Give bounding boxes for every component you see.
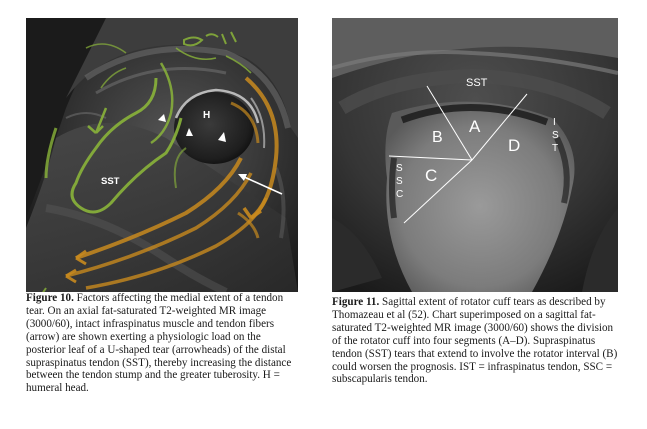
figure-10-caption-label: Figure 10.	[26, 292, 74, 304]
ssc-label-char: C	[396, 189, 403, 200]
sst-label: SST	[101, 176, 120, 187]
ssc-label-char: S	[396, 163, 403, 174]
segment-b-label: B	[432, 129, 443, 146]
ssc-label-char: S	[396, 176, 403, 187]
arrowhead-marker	[218, 132, 226, 142]
arrow-marker	[241, 175, 283, 195]
figure-11-mri-drawing: SST A B C D I S T S S C	[332, 18, 618, 292]
figure-10-mri-drawing: H SST	[26, 18, 298, 292]
humeral-head-label: H	[203, 110, 210, 121]
figure-10-mri-image: H SST	[26, 18, 298, 292]
segment-d-label: D	[508, 136, 520, 155]
figure-10-caption: Figure 10. Factors affecting the medial …	[26, 292, 302, 395]
figure-10-caption-text: Factors affecting the medial extent of a…	[26, 292, 292, 395]
arrowhead-marker	[186, 128, 193, 136]
arrowhead-marker	[158, 114, 166, 122]
segment-a-label: A	[469, 117, 481, 136]
segment-c-label: C	[425, 166, 437, 185]
ist-label-char: I	[553, 117, 556, 128]
figure-11-caption: Figure 11. Sagittal extent of rotator cu…	[332, 296, 622, 386]
figure-11-mri-image: SST A B C D I S T S S C	[332, 18, 618, 292]
arrow-head	[238, 174, 247, 181]
figure-11-caption-label: Figure 11.	[332, 296, 380, 308]
ist-label-char: S	[552, 130, 559, 141]
ist-label-char: T	[552, 143, 558, 154]
sst-label: SST	[466, 77, 488, 89]
figure-11-caption-text: Sagittal extent of rotator cuff tears as…	[332, 296, 618, 386]
